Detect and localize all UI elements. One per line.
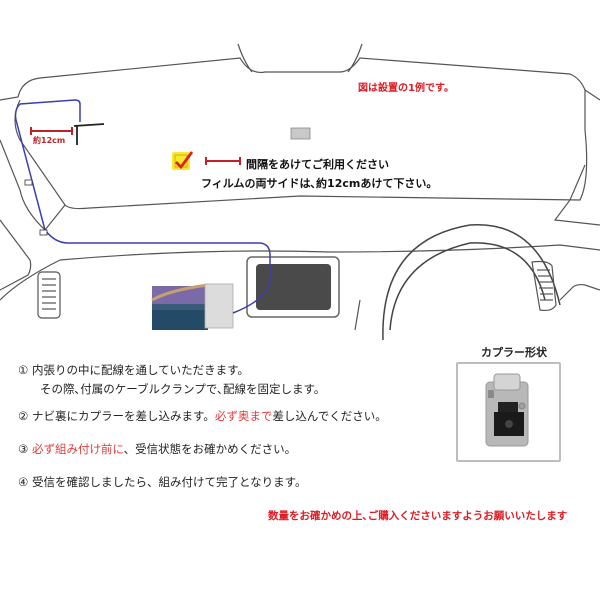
step-text: 、受信状態をお確かめください。 <box>123 442 297 456</box>
right-air-vent <box>531 260 557 312</box>
step-1-line2: その際､付属のケーブルクランプで､配線を固定します。 <box>40 382 326 396</box>
gap-instruction-title: 間隔をあけてご利用ください <box>246 158 389 171</box>
gap-instruction-subtitle: フィルムの両サイドは､約12cmあけて下さい。 <box>201 177 438 190</box>
step-3: ③ 必ず組み付け前に、受信状態をお確かめください。 <box>18 441 296 457</box>
step-number: ④ <box>18 475 29 489</box>
step-warning: 必ず奥まで <box>214 409 273 423</box>
antenna-cable <box>14 99 271 314</box>
mirror-mount <box>237 43 363 73</box>
step-number: ① <box>18 363 29 377</box>
gap-marker <box>205 157 241 165</box>
illustration-note: 図は設置の1例です。 <box>358 83 454 94</box>
step-number: ③ <box>18 442 29 456</box>
step-text: 差し込んでください。 <box>272 409 387 423</box>
dashboard-line <box>59 244 600 261</box>
step-number: ② <box>18 409 29 423</box>
left-air-vent <box>37 271 61 319</box>
steering-wheel <box>382 224 561 341</box>
step-text: 受信を確認しましたら、組み付けて完了となります。 <box>31 475 307 489</box>
coupler-image <box>456 362 561 462</box>
windshield-outline <box>0 57 600 301</box>
coupler-icon <box>485 373 529 447</box>
tuner-box <box>151 283 234 330</box>
cable-clamp <box>39 229 48 236</box>
step-4: ④ 受信を確認しましたら、組み付けて完了となります。 <box>18 474 306 490</box>
step-text: 内張りの中に配線を通していただきます。 <box>31 363 249 377</box>
mirror-sensor <box>290 127 311 140</box>
antenna-film <box>73 123 105 145</box>
step-text: ナビ裏にカプラーを差し込みます。 <box>31 409 215 423</box>
navigation-unit <box>246 256 340 318</box>
scale-marker <box>30 127 73 135</box>
step-warning: 必ず組み付け前に <box>31 442 124 456</box>
scale-label: 約12cm <box>33 136 66 145</box>
coupler-title: カプラー形状 <box>481 346 547 359</box>
step-1: ① 内張りの中に配線を通していただきます。 <box>18 362 249 378</box>
step-2: ② ナビ裏にカプラーを差し込みます。必ず奥まで差し込んでください。 <box>18 408 387 424</box>
check-icon <box>172 151 194 170</box>
cable-clamp <box>24 179 33 186</box>
quantity-notice: 数量をお確かめの上､ご購入くださいますようお願いいたします <box>268 510 568 522</box>
